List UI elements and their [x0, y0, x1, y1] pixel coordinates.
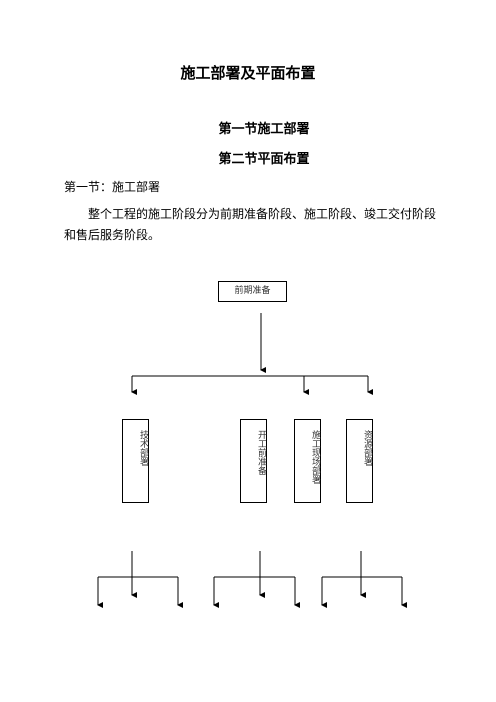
node-pre-start-preparation: 开工前准备 [240, 419, 267, 503]
node-label-pre-start: 开工前准备 [256, 430, 266, 475]
node-preparation: 前期准备 [218, 281, 287, 302]
document-title: 施工部署及平面布置 [180, 64, 316, 82]
section-heading: 第一节：施工部署 [64, 180, 161, 194]
node-label-site: 施工现场部署 [310, 430, 320, 484]
node-label-technical: 技术部署 [138, 430, 148, 466]
section-2-title: 第二节平面布置 [218, 152, 310, 167]
node-resource-deployment: 资源部署 [346, 419, 373, 503]
node-technical-deployment: 技术部署 [122, 419, 149, 503]
section-1-title: 第一节施工部署 [218, 122, 310, 137]
body-paragraph: 整个工程的施工阶段分为前期准备阶段、施工阶段、竣工交付阶段和售后服务阶段。 [64, 207, 437, 242]
node-label-resource: 资源部署 [362, 430, 372, 466]
node-site-deployment: 施工现场部署 [294, 419, 321, 503]
